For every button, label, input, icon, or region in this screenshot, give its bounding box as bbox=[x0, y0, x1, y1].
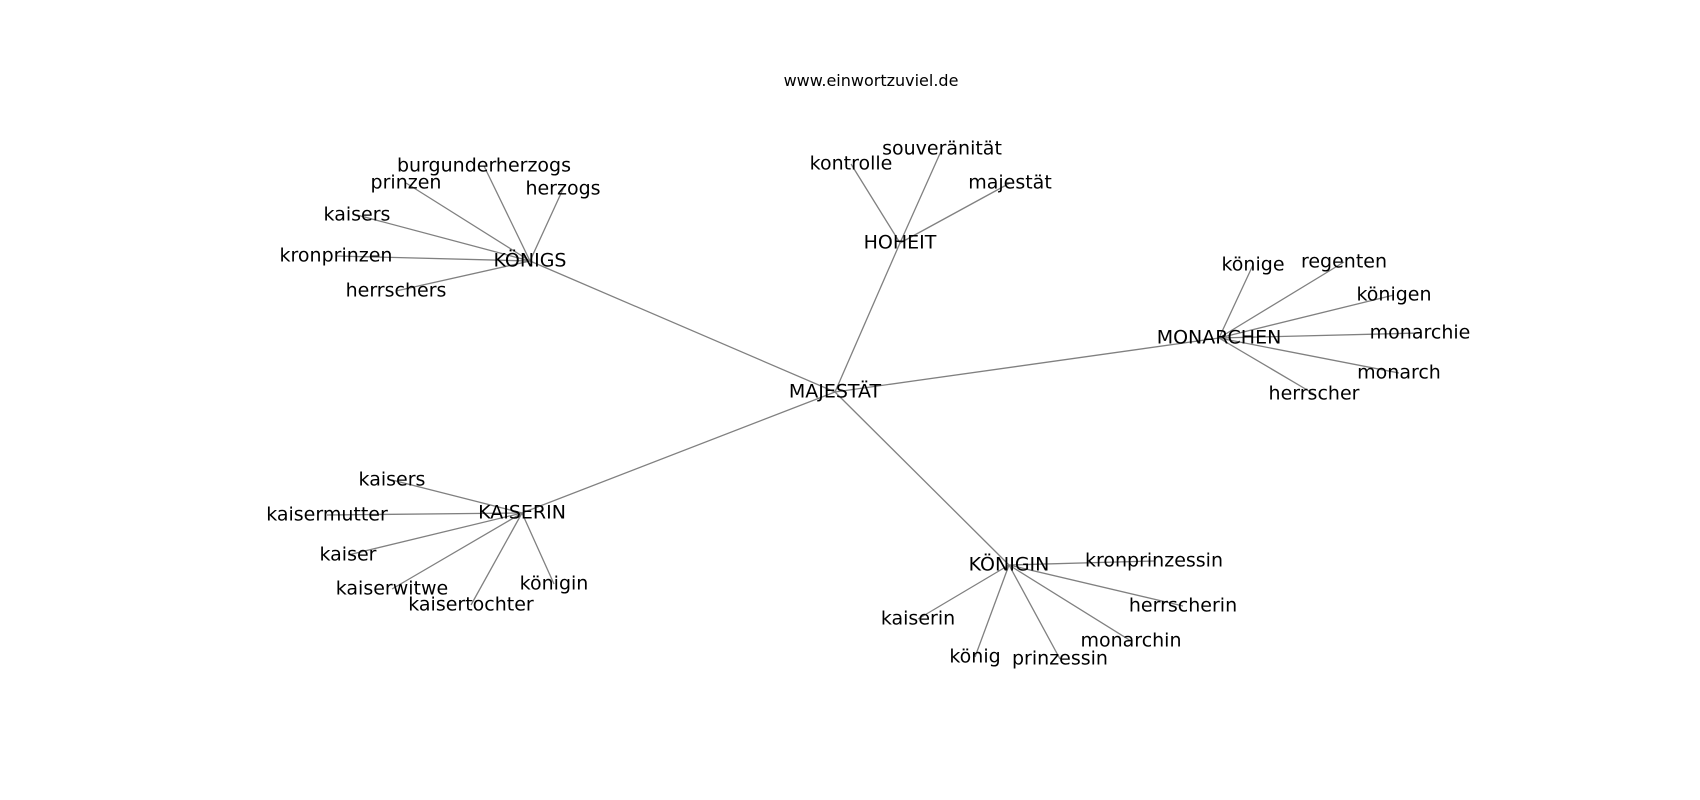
node-label-ka_kaiserwitwe: kaiserwitwe bbox=[336, 578, 449, 600]
node-label-k_burgunderherzogs: burgunderherzogs bbox=[397, 155, 571, 177]
node-label-h_souveraenitaet: souveränität bbox=[882, 138, 1002, 160]
node-label-k_kronprinzen: kronprinzen bbox=[280, 245, 393, 267]
node-label-k_kaisers: kaisers bbox=[324, 204, 391, 226]
edge-koenigin_hub-ko_kronprinzessin bbox=[1008, 560, 1155, 566]
edge-hoheit-h_souveraenitaet bbox=[899, 148, 943, 244]
edge-koenigin_hub-ko_prinzessin bbox=[1008, 564, 1061, 660]
node-label-koenigs: KÖNIGS bbox=[494, 249, 567, 272]
node-label-kaiserin_hub: KAISERIN bbox=[478, 502, 566, 524]
node-label-k_herrschers: herrschers bbox=[346, 280, 447, 302]
edge-koenigin_hub-ko_herrscherin bbox=[1008, 564, 1184, 607]
node-label-ko_herrscherin: herrscherin bbox=[1129, 595, 1237, 617]
edge-kaiserin_hub-ka_kaisertochter bbox=[470, 512, 523, 606]
node-label-hoheit: HOHEIT bbox=[864, 232, 937, 254]
edge-kaiserin_hub-ka_kaisers bbox=[391, 479, 523, 514]
edge-majestaet-koenigs bbox=[529, 260, 836, 393]
edge-kaiserin_hub-ka_koenigin bbox=[521, 512, 555, 585]
edge-hoheit-h_kontrolle bbox=[850, 163, 901, 244]
edge-koenigs-k_burgunderherzogs bbox=[483, 165, 531, 262]
edge-koenigs-k_prinzen bbox=[405, 182, 531, 262]
edge-monarchen-m_koenige bbox=[1218, 264, 1254, 339]
node-label-ko_kaiserin: kaiserin bbox=[881, 608, 955, 630]
node-label-m_monarch: monarch bbox=[1357, 362, 1441, 384]
edge-koenigin_hub-ko_kaiserin bbox=[917, 564, 1010, 620]
node-label-monarchen: MONARCHEN bbox=[1157, 327, 1282, 349]
edge-kaiserin_hub-ka_kaisermutter bbox=[326, 512, 523, 516]
edge-monarchen-m_herrscher bbox=[1218, 337, 1315, 395]
node-label-majestaet: MAJESTÄT bbox=[789, 380, 882, 403]
edge-monarchen-m_koenigen bbox=[1218, 294, 1395, 339]
node-label-ka_kaiser: kaiser bbox=[320, 544, 377, 566]
node-label-m_regenten: regenten bbox=[1301, 251, 1387, 273]
node-label-ka_kaisertochter: kaisertochter bbox=[408, 594, 534, 616]
edge-monarchen-m_monarchie bbox=[1218, 332, 1421, 339]
edge-majestaet-koenigin_hub bbox=[834, 391, 1010, 566]
edge-koenigin_hub-ko_monarchin bbox=[1008, 564, 1132, 642]
label-layer: MAJESTÄT KÖNIGS HOHEIT MONARCHEN KAISERIN KÖN… bbox=[266, 138, 1470, 670]
node-label-ko_prinzessin: prinzessin bbox=[1012, 648, 1108, 670]
edge-koenigin_hub-ko_koenig bbox=[974, 564, 1010, 658]
edge-layer bbox=[326, 148, 1421, 660]
edge-majestaet-kaiserin_hub bbox=[521, 391, 836, 514]
edge-majestaet-monarchen bbox=[834, 337, 1220, 393]
edge-koenigs-k_herzogs bbox=[529, 188, 564, 262]
node-label-h_majestaet: majestät bbox=[968, 172, 1052, 194]
node-label-ko_koenig: könig bbox=[949, 646, 1000, 668]
node-label-ka_kaisers: kaisers bbox=[359, 469, 426, 491]
edge-hoheit-h_majestaet bbox=[899, 182, 1011, 244]
node-label-m_koenigen: königen bbox=[1356, 284, 1431, 306]
edge-koenigs-k_kaisers bbox=[356, 214, 531, 262]
node-label-ka_koenigin: königin bbox=[520, 573, 589, 595]
edge-monarchen-m_regenten bbox=[1218, 261, 1345, 339]
edge-majestaet-hoheit bbox=[834, 242, 901, 393]
node-label-koenigin_hub: KÖNIGIN bbox=[969, 553, 1050, 576]
node-label-ko_kronprinzessin: kronprinzessin bbox=[1085, 550, 1223, 572]
edge-monarchen-m_monarch bbox=[1218, 337, 1400, 374]
node-label-k_herzogs: herzogs bbox=[525, 178, 600, 200]
node-label-k_prinzen: prinzen bbox=[371, 172, 442, 194]
node-label-ka_kaisermutter: kaisermutter bbox=[266, 504, 388, 526]
edge-koenigs-k_kronprinzen bbox=[335, 255, 531, 262]
node-label-m_koenige: könige bbox=[1221, 254, 1284, 276]
node-label-m_monarchie: monarchie bbox=[1370, 322, 1471, 344]
source-label: www.einwortzuviel.de bbox=[783, 71, 959, 90]
node-label-h_kontrolle: kontrolle bbox=[810, 153, 893, 175]
edge-kaiserin_hub-ka_kaiser bbox=[347, 512, 523, 556]
edge-koenigs-k_herrschers bbox=[395, 260, 531, 292]
node-label-ko_monarchin: monarchin bbox=[1080, 630, 1181, 652]
node-label-m_herrscher: herrscher bbox=[1269, 383, 1360, 405]
edge-kaiserin_hub-ka_kaiserwitwe bbox=[391, 512, 523, 590]
